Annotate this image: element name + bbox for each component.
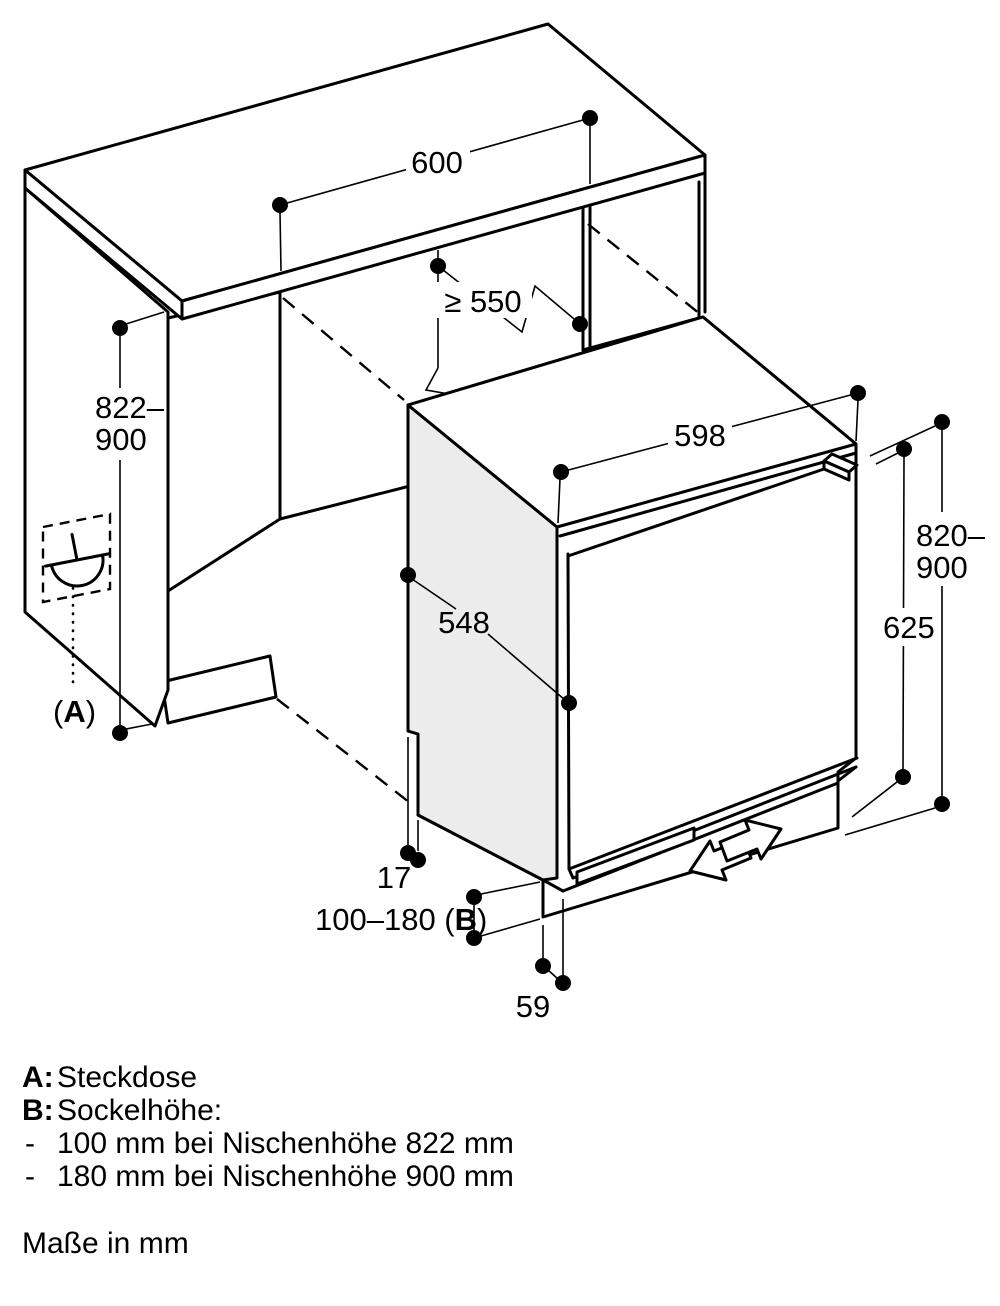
door-top-edge [566, 467, 826, 558]
niche-floor-back-edge [278, 484, 412, 521]
door-bottom-left-cap [567, 867, 575, 880]
legend-item-1: -100 mm bei Nischenhöhe 822 mm [25, 1127, 514, 1160]
socket-dashed-box [41, 512, 112, 604]
dim-side-gap: 17 [377, 737, 426, 895]
dim-plinth-height: 100–180 (B) [315, 881, 541, 946]
dim-label: ≥ 550 [444, 284, 521, 319]
dim-niche-height: 822– 900 [88, 311, 165, 741]
dim-label: 100–180 (B) [315, 902, 487, 937]
dim-label: 548 [438, 605, 490, 640]
door-handle-front [822, 459, 851, 482]
plinth-recess-floor [575, 826, 696, 886]
socket-label: (A) [53, 694, 96, 729]
door-bottom-right-step [836, 765, 858, 783]
dim-label: 822– [95, 390, 165, 425]
appliance-top-face [406, 315, 858, 529]
dim-appliance-width: 598 [553, 385, 866, 524]
dim-appliance-height: 820– 900 [844, 414, 986, 836]
dim-label: 598 [674, 418, 726, 453]
dim-niche-depth: ≥ 550 [430, 258, 588, 334]
dim-label: 900 [95, 422, 147, 457]
socket-callout: (A) [41, 512, 112, 729]
niche-left-wall [166, 290, 282, 593]
arrow-right-icon [718, 818, 783, 863]
dimensions: 600 ≥ 550 822– 900 598 [88, 110, 986, 1024]
dim-plinth-recess: 59 [516, 899, 571, 1024]
plinth-adjust-arrows [688, 818, 783, 882]
dim-label: 59 [516, 989, 550, 1024]
dim-door-height: 625 [851, 441, 935, 818]
legend-line-b: B:Sockelhöhe: [22, 1094, 222, 1127]
legend-line-a: A:Steckdose [22, 1061, 197, 1094]
projection-line-bottom [276, 698, 415, 807]
dim-label: 17 [377, 860, 411, 895]
dim-label: 820– [916, 518, 986, 553]
appliance-left-side [406, 403, 559, 882]
counter-cabinet [23, 22, 707, 728]
door-left-edge [566, 552, 571, 871]
dim-niche-width: 600 [272, 110, 598, 272]
socket-icon [44, 532, 110, 588]
front-top-rail [558, 451, 858, 538]
appliance [406, 315, 859, 919]
plinth-left-connector [541, 878, 565, 893]
dim-appliance-depth: 548 [400, 567, 577, 711]
projection-line-right [587, 223, 701, 315]
dim-label: 600 [411, 145, 463, 180]
projection-line-left [282, 297, 405, 401]
units-note: Maße in mm [22, 1227, 189, 1260]
door-bottom-edge [567, 756, 859, 871]
dim-label: 900 [916, 550, 968, 585]
legend: A:Steckdose B:Sockelhöhe: -100 mm bei Ni… [22, 1061, 514, 1260]
dim-label: 625 [883, 610, 935, 645]
legend-item-2: -180 mm bei Nischenhöhe 900 mm [25, 1160, 514, 1193]
projection-lines [276, 223, 701, 807]
left-gable-plinth [160, 654, 278, 725]
